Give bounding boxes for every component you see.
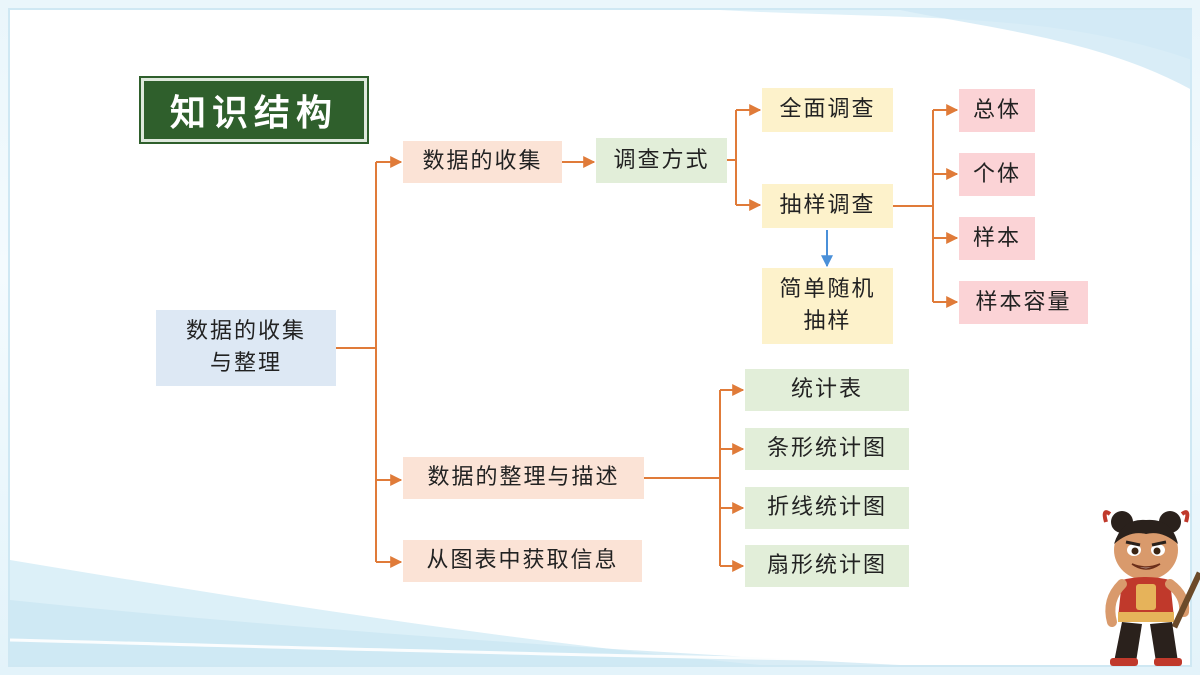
node-pie-chart: 扇形统计图 xyxy=(745,545,909,587)
node-line-chart: 折线统计图 xyxy=(745,487,909,529)
node-random-sampling: 简单随机 抽样 xyxy=(762,268,893,344)
node-collect: 数据的收集 xyxy=(403,141,562,183)
node-sample: 样本 xyxy=(959,217,1035,260)
node-individual: 个体 xyxy=(959,153,1035,196)
page-title: 知识结构 xyxy=(139,76,369,144)
node-sample-size: 样本容量 xyxy=(959,281,1088,324)
node-organize: 数据的整理与描述 xyxy=(403,457,644,499)
node-info: 从图表中获取信息 xyxy=(403,540,642,582)
node-census: 全面调查 xyxy=(762,88,893,132)
node-root: 数据的收集 与整理 xyxy=(156,310,336,386)
node-survey-method: 调查方式 xyxy=(596,138,727,183)
node-population: 总体 xyxy=(959,89,1035,132)
node-stat-table: 统计表 xyxy=(745,369,909,411)
node-sampling: 抽样调查 xyxy=(762,184,893,228)
mascot-character-illustration xyxy=(1102,510,1200,666)
node-bar-chart: 条形统计图 xyxy=(745,428,909,470)
